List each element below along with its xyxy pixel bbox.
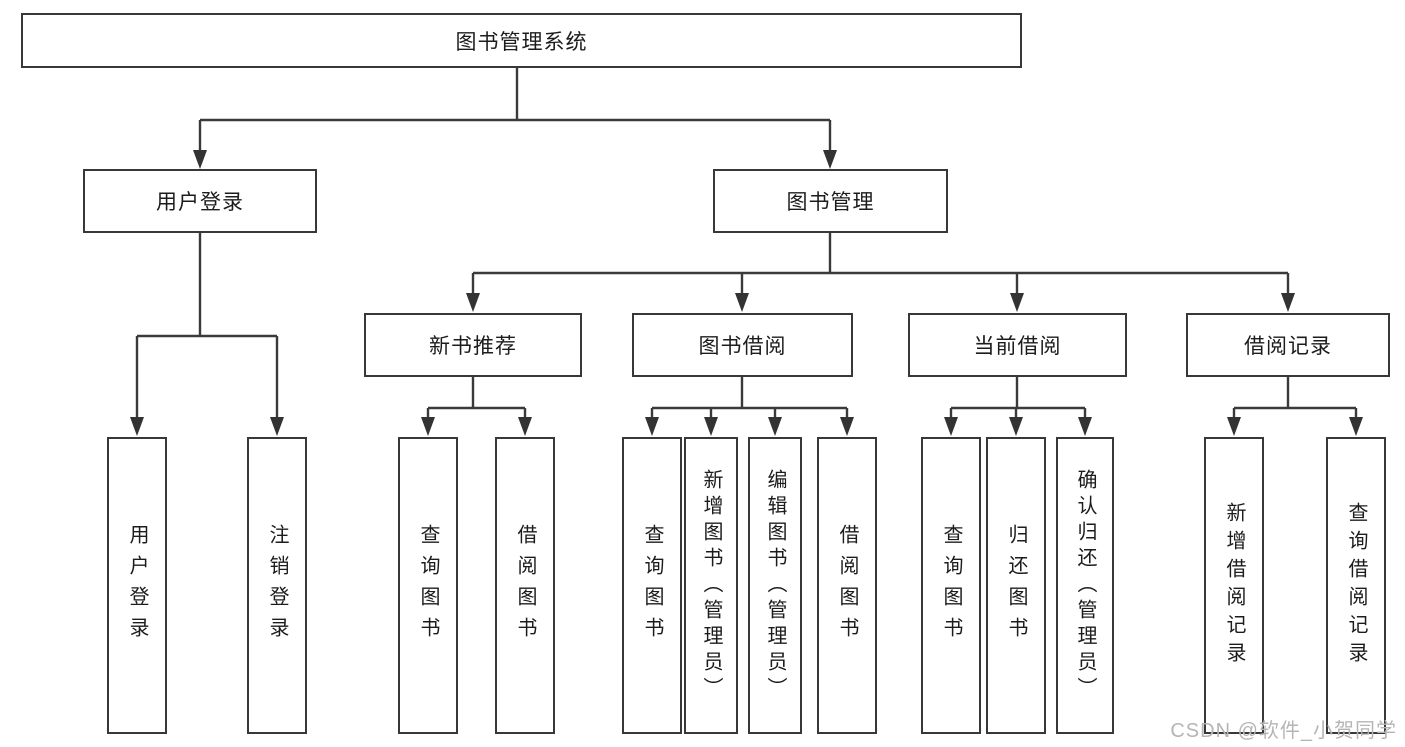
node-label: 查询图书 <box>417 523 439 648</box>
connector-book-management-to-level3 <box>466 233 1295 312</box>
node-label: 图书管理系统 <box>455 30 588 54</box>
node-label: 当前借阅 <box>973 335 1062 358</box>
connector-borrowing-records-to-leaves <box>1227 377 1363 436</box>
leaf-logout: 注销登录 <box>247 437 307 734</box>
node-label: 借阅图书 <box>514 523 536 648</box>
node-label: 确认归还（管理员） <box>1074 468 1096 703</box>
leaf-borrow-books-borrowing: 借阅图书 <box>817 437 877 734</box>
node-new-book-recommend: 新书推荐 <box>364 313 582 377</box>
leaf-add-book-admin: 新增图书（管理员） <box>684 437 738 734</box>
node-label: 用户登录 <box>126 523 148 648</box>
node-user-login: 用户登录 <box>83 169 317 233</box>
node-label: 注销登录 <box>266 523 288 648</box>
leaf-query-books-borrowing: 查询图书 <box>622 437 682 734</box>
connector-current-borrowing-to-leaves <box>944 377 1092 436</box>
node-label: 归还图书 <box>1005 523 1027 648</box>
node-label: 新增图书（管理员） <box>700 468 722 703</box>
node-label: 查询图书 <box>641 523 663 648</box>
node-label: 新书推荐 <box>429 335 517 358</box>
node-label: 编辑图书（管理员） <box>764 468 786 703</box>
node-label: 图书借阅 <box>698 335 787 358</box>
leaf-query-books-current: 查询图书 <box>921 437 981 734</box>
connector-new-book-recommend-to-leaves <box>421 377 532 436</box>
connector-user-login-to-leaves <box>130 233 284 436</box>
node-library-management-system: 图书管理系统 <box>21 13 1022 68</box>
node-label: 借阅图书 <box>836 523 858 648</box>
leaf-confirm-return-admin: 确认归还（管理员） <box>1056 437 1114 734</box>
node-label: 图书管理 <box>786 191 875 214</box>
node-label: 借阅记录 <box>1244 335 1332 358</box>
node-label: 新增借阅记录 <box>1223 501 1245 670</box>
node-current-borrowing: 当前借阅 <box>908 313 1127 377</box>
node-book-borrowing: 图书借阅 <box>632 313 853 377</box>
node-label: 查询借阅记录 <box>1345 501 1367 670</box>
connector-book-borrowing-to-leaves <box>645 377 854 436</box>
node-label: 查询图书 <box>940 523 962 648</box>
watermark-csdn: CSDN @软件_小贺同学 <box>1170 720 1397 742</box>
node-borrowing-records: 借阅记录 <box>1186 313 1390 377</box>
connector-root-to-level2 <box>193 68 837 169</box>
leaf-return-books: 归还图书 <box>986 437 1046 734</box>
node-label: 用户登录 <box>156 191 244 214</box>
leaf-borrow-books-recommend: 借阅图书 <box>495 437 555 734</box>
leaf-edit-book-admin: 编辑图书（管理员） <box>748 437 802 734</box>
leaf-query-borrow-record: 查询借阅记录 <box>1326 437 1386 734</box>
leaf-query-books-recommend: 查询图书 <box>398 437 458 734</box>
node-book-management: 图书管理 <box>713 169 948 233</box>
leaf-add-borrow-record: 新增借阅记录 <box>1204 437 1264 734</box>
leaf-user-login: 用户登录 <box>107 437 167 734</box>
